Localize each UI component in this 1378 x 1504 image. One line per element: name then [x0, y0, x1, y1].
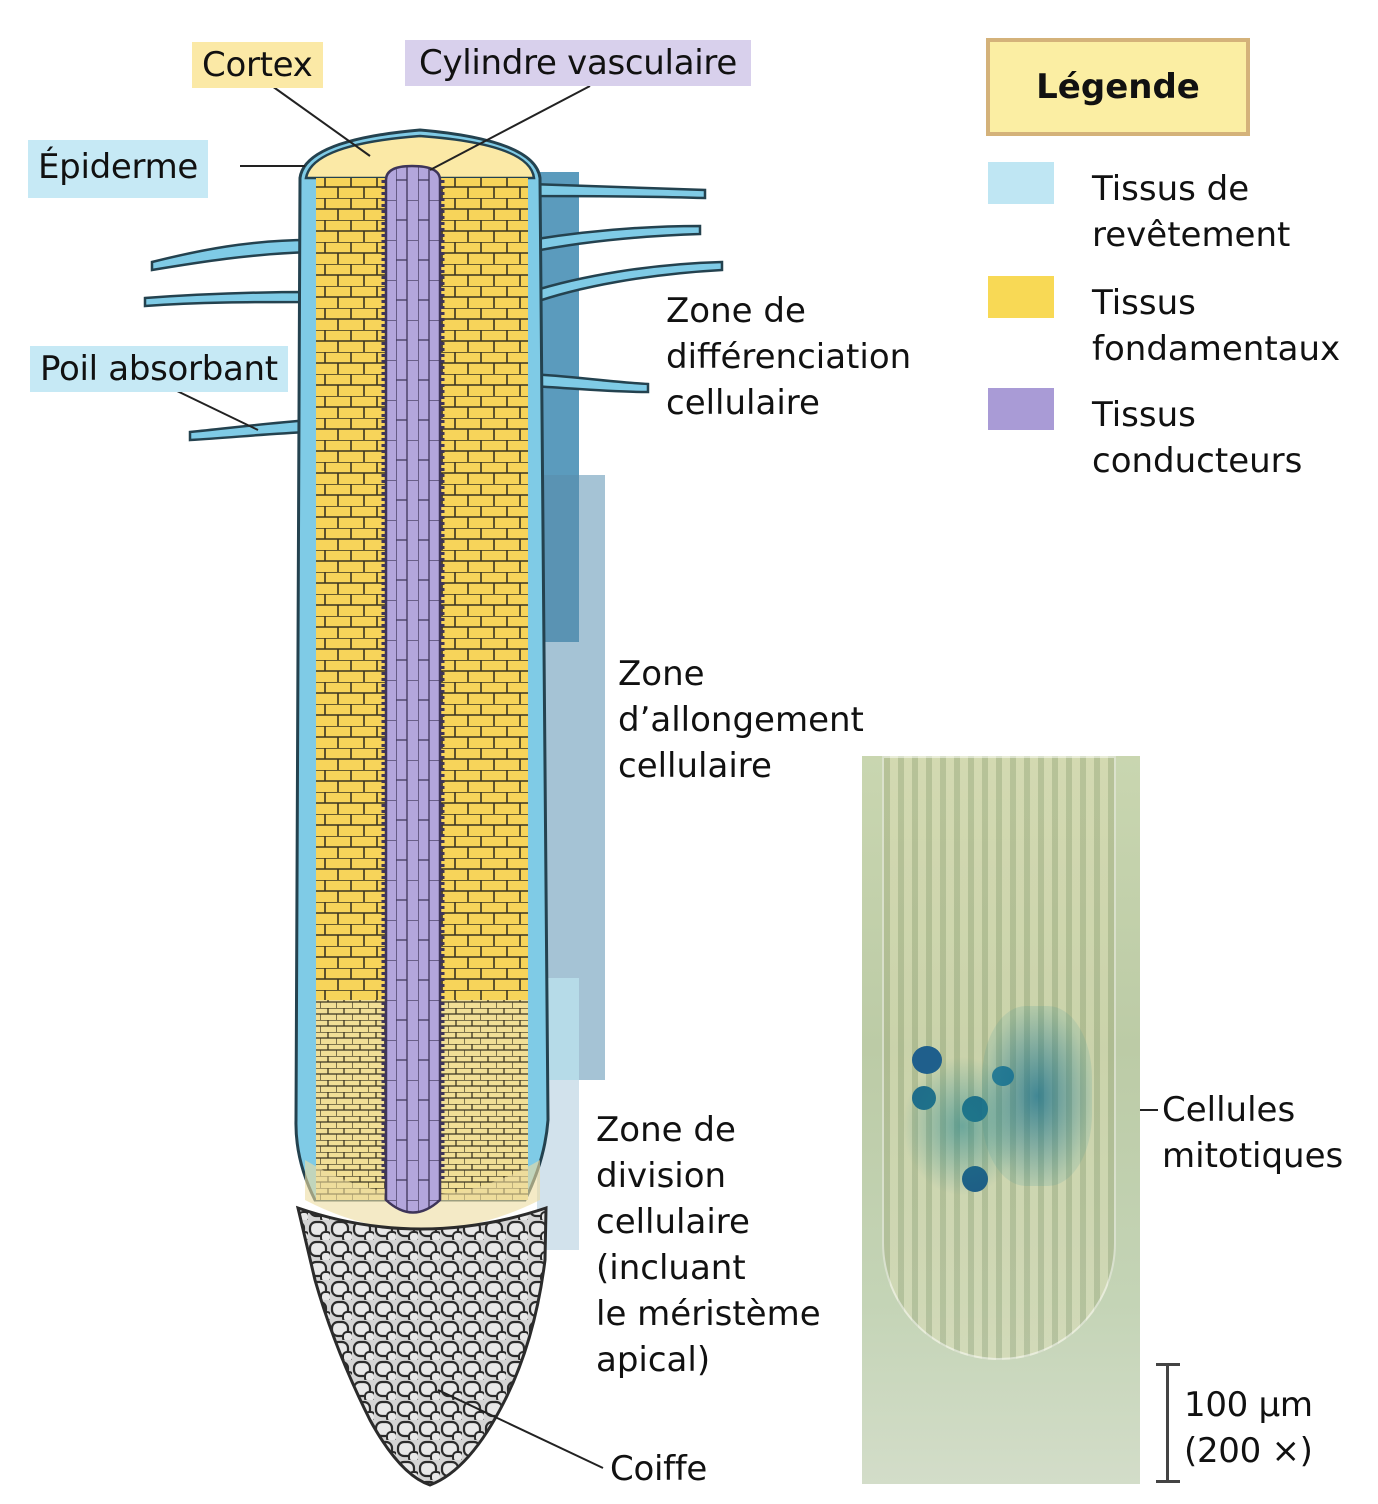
zone-division-label: Zone de division cellulaire (incluant le… [596, 1110, 821, 1380]
legend-swatch-vascular [988, 388, 1054, 430]
mitotic-cluster [902, 1056, 1022, 1196]
zone-elongation-label: Zone d’allongement cellulaire [618, 654, 864, 786]
legend-swatch-ground [988, 276, 1054, 318]
root-cap-label: Coiffe [610, 1449, 708, 1489]
scale-length-label: 100 µm [1184, 1385, 1313, 1425]
vascular-cylinder-label: Cylindre vasculaire [405, 40, 751, 86]
legend-label-covering: Tissus de revêtement [1092, 169, 1291, 255]
zone-differentiation-label: Zone de différenciation cellulaire [666, 291, 912, 423]
cortex-label: Cortex [192, 42, 323, 88]
legend-swatch-covering [988, 162, 1054, 204]
legend-label-vascular: Tissus conducteurs [1092, 395, 1303, 481]
scale-bar [1166, 1364, 1169, 1482]
root-hair-label: Poil absorbant [30, 346, 288, 392]
scale-bar-cap-top [1156, 1363, 1180, 1366]
micrograph [862, 756, 1140, 1484]
legend-title: Légende [986, 38, 1250, 136]
magnification-label: (200 ×) [1184, 1431, 1313, 1471]
epidermis-label: Épiderme [28, 140, 209, 198]
mitotic-cells-label: Cellules mitotiques [1162, 1090, 1344, 1176]
legend-label-ground: Tissus fondamentaux [1092, 283, 1341, 369]
scale-bar-cap-bottom [1156, 1480, 1180, 1483]
